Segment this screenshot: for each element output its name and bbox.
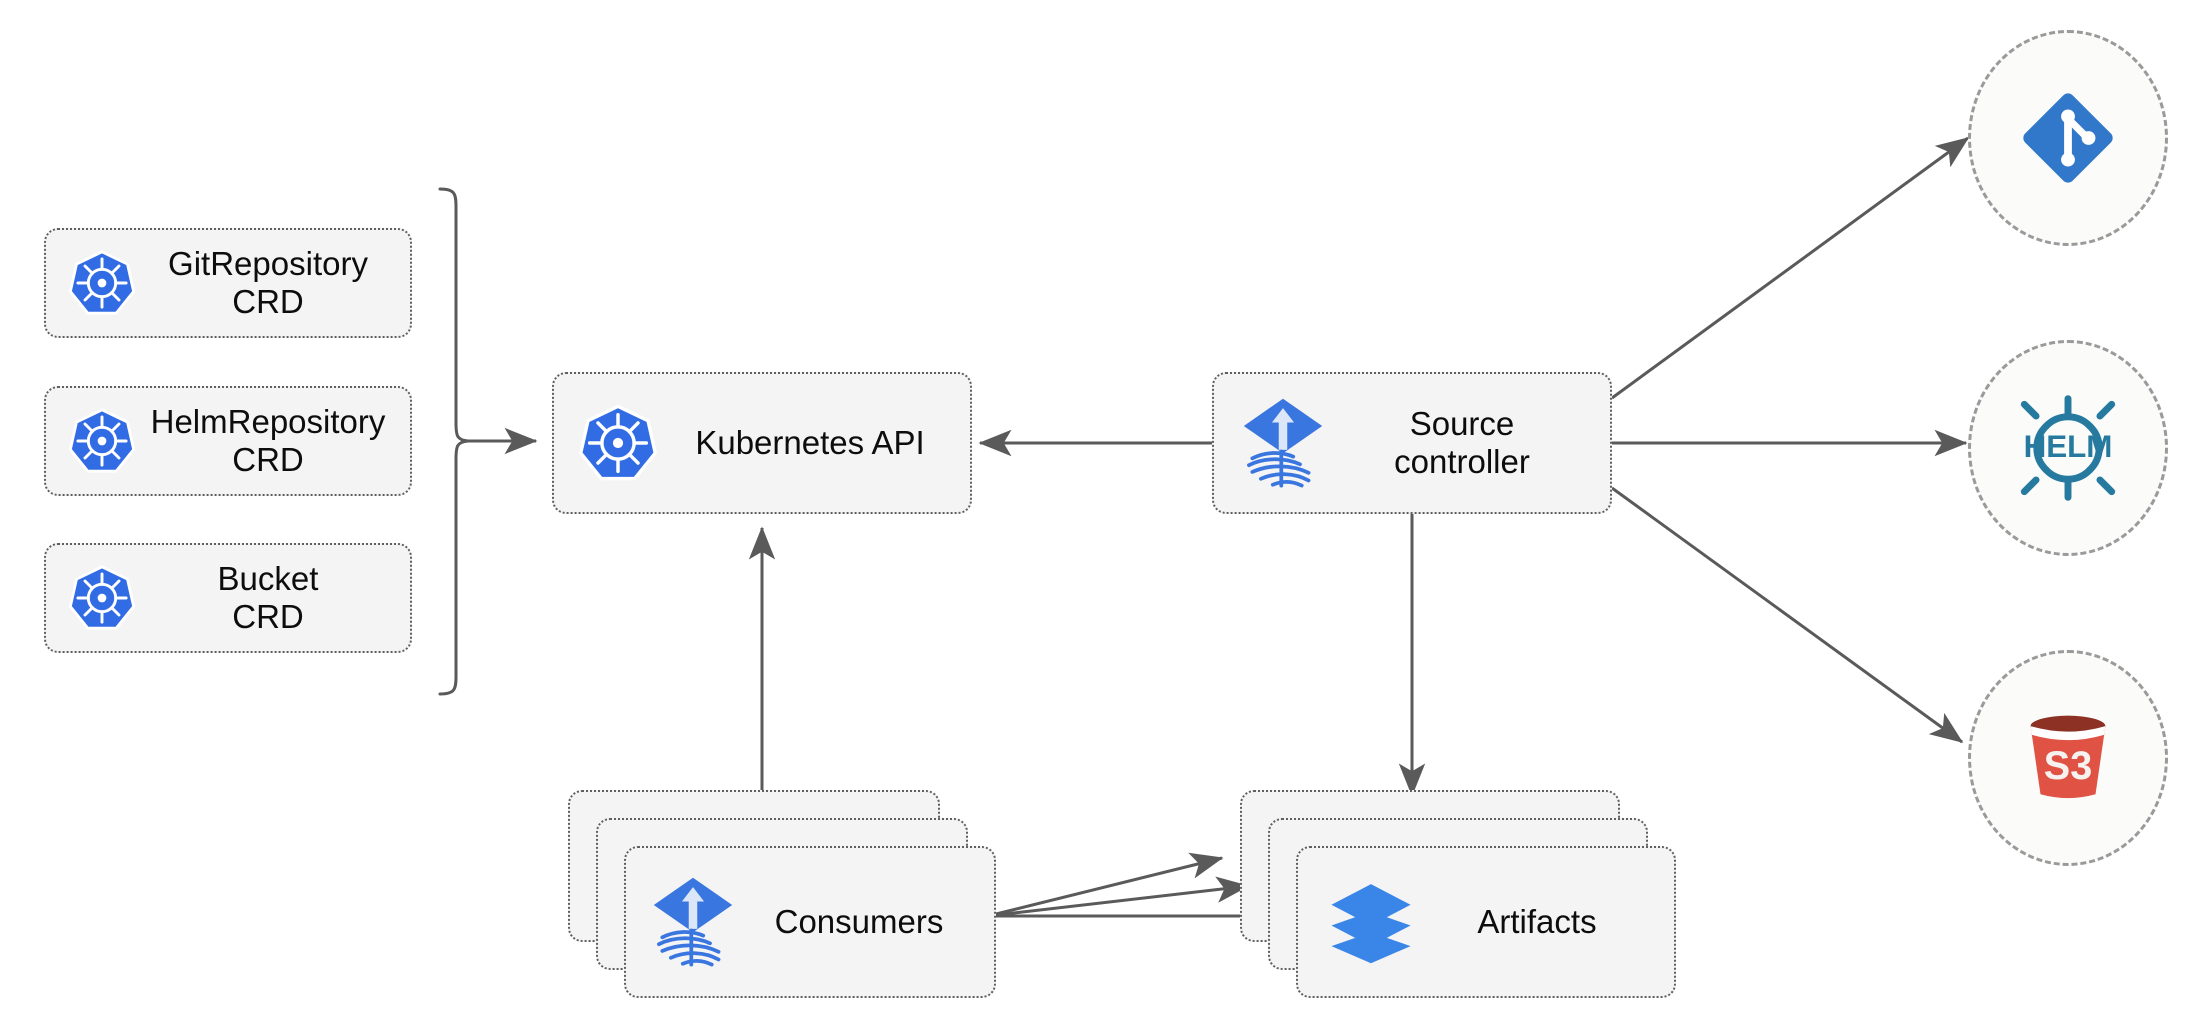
crd-card-helmrepository[interactable]: HelmRepository CRD [44, 386, 412, 496]
kubernetes-icon [68, 249, 136, 317]
crd-card-bucket[interactable]: Bucket CRD [44, 543, 412, 653]
crd-label: Bucket CRD [217, 559, 319, 635]
crd-group-brace [438, 187, 538, 696]
edge-source-to-s3 [1611, 486, 1964, 744]
node-consumers-stack: Consumers [568, 790, 996, 1000]
edge-consumers-to-artifacts [987, 852, 1274, 930]
target-helm[interactable]: HELM [1968, 340, 2168, 556]
node-label: Kubernetes API [695, 423, 925, 461]
target-s3[interactable]: S3 [1968, 650, 2168, 866]
flux-icon [1240, 397, 1326, 489]
crd-label: GitRepository CRD [168, 244, 368, 320]
node-label: Artifacts [1477, 902, 1597, 940]
crd-card-gitrepository[interactable]: GitRepository CRD [44, 228, 412, 338]
node-artifacts[interactable]: Artifacts [1296, 846, 1676, 998]
kubernetes-icon [68, 407, 136, 475]
edge-source-to-git [1611, 136, 1970, 400]
helm-wordmark: HELM [2024, 429, 2113, 464]
target-git[interactable] [1968, 30, 2168, 246]
s3-icon: S3 [2013, 703, 2123, 813]
git-icon [2014, 84, 2122, 192]
node-kubernetes-api[interactable]: Kubernetes API [552, 372, 972, 514]
layers-icon [1328, 879, 1414, 965]
node-consumers[interactable]: Consumers [624, 846, 996, 998]
flux-icon [650, 876, 736, 968]
node-source-controller[interactable]: Source controller [1212, 372, 1612, 514]
helm-icon: HELM [2012, 392, 2124, 504]
node-artifacts-stack: Artifacts [1240, 790, 1676, 1000]
node-label: Consumers [774, 902, 944, 940]
kubernetes-icon [68, 564, 136, 632]
s3-wordmark: S3 [2044, 744, 2092, 788]
node-label: Source controller [1394, 404, 1530, 480]
kubernetes-icon [578, 403, 658, 483]
crd-label: HelmRepository CRD [150, 402, 386, 478]
